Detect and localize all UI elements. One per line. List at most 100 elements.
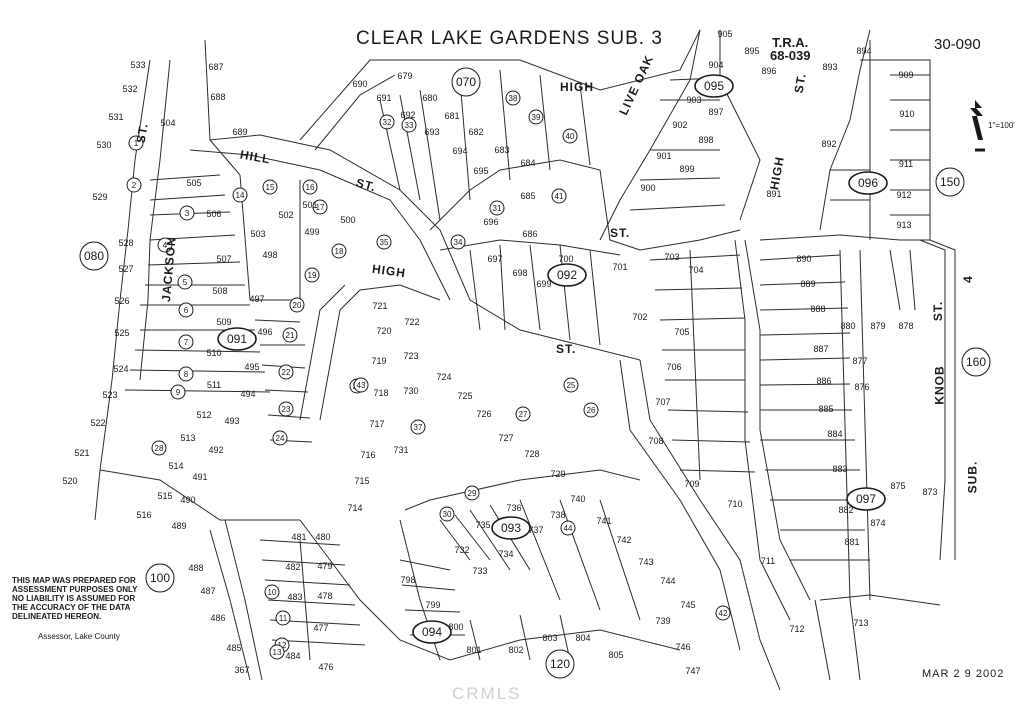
parcel-number-15: 15	[262, 179, 278, 195]
lot-number-725: 725	[457, 391, 472, 401]
lot-number-491: 491	[192, 472, 207, 482]
lot-number-730: 730	[403, 386, 418, 396]
parcel-number-31: 31	[489, 200, 505, 216]
parcel-number-43: 43	[353, 377, 369, 393]
parcel-number-6: 6	[178, 302, 194, 318]
book-label-text: 080	[84, 249, 104, 263]
parcel-number-text: 33	[405, 121, 414, 130]
parcel-number-text: 42	[719, 609, 728, 618]
lot-number-495: 495	[244, 362, 259, 372]
lot-number-526: 526	[114, 296, 129, 306]
parcel-number-text: 20	[293, 301, 302, 310]
block-label-096: 096	[848, 171, 888, 195]
book-label-text: 150	[940, 175, 960, 189]
disclaimer-line: THE ACCURACY OF THE DATA	[12, 603, 131, 612]
lot-number-805: 805	[608, 650, 623, 660]
lot-number-487: 487	[200, 586, 215, 596]
block-label-094: 094	[412, 620, 452, 644]
lot-number-682: 682	[468, 127, 483, 137]
block-labels: 091 092 093 094 095 096 097	[217, 74, 888, 644]
block-label-text: 092	[557, 268, 577, 282]
lot-number-716: 716	[360, 450, 375, 460]
lot-number-728: 728	[524, 449, 539, 459]
disclaimer-line: NO LIABILITY IS ASSUMED FOR	[12, 594, 136, 603]
parcel-number-9: 9	[170, 384, 186, 400]
parcel-number-text: 26	[587, 406, 596, 415]
lot-number-737: 737	[528, 525, 543, 535]
lot-number-530: 530	[96, 140, 111, 150]
block-label-text: 091	[227, 332, 247, 346]
block-label-093: 093	[491, 516, 531, 540]
lot-number-801: 801	[466, 645, 481, 655]
lot-number-892: 892	[821, 139, 836, 149]
lot-number-701: 701	[612, 262, 627, 272]
lot-number-888: 888	[810, 304, 825, 314]
lot-number-485: 485	[226, 643, 241, 653]
parcel-number-26: 26	[583, 402, 599, 418]
lot-number-800: 800	[448, 622, 463, 632]
street-label-knob: KNOB	[932, 365, 947, 405]
parcel-number-13: 13	[269, 644, 285, 660]
lot-number-899: 899	[679, 164, 694, 174]
lot-number-905: 905	[717, 29, 732, 39]
parcel-number-text: 43	[357, 381, 366, 390]
tra-number: 68-039	[770, 48, 811, 63]
parcel-number-41: 41	[551, 188, 567, 204]
lot-number-502: 502	[278, 210, 293, 220]
lot-number-733: 733	[472, 566, 487, 576]
lot-number-488: 488	[188, 563, 203, 573]
block-label-095: 095	[694, 74, 734, 98]
lot-number-691: 691	[376, 93, 391, 103]
street-label-high-2: HIGH	[560, 80, 594, 94]
lot-number-895: 895	[744, 46, 759, 56]
parcel-number-text: 31	[493, 204, 502, 213]
street-label-st-3: ST.	[556, 342, 577, 356]
lot-number-481: 481	[291, 532, 306, 542]
block-label-text: 097	[856, 492, 876, 506]
parcel-number-35: 35	[376, 234, 392, 250]
lot-number-499: 499	[304, 227, 319, 237]
parcel-number-text: 35	[380, 238, 389, 247]
parcel-number-text: 1	[134, 139, 139, 148]
lot-number-886: 886	[816, 376, 831, 386]
lot-number-521: 521	[74, 448, 89, 458]
lot-number-712: 712	[789, 624, 804, 634]
parcel-number-text: 3	[185, 209, 190, 218]
lot-number-484: 484	[285, 651, 300, 661]
lot-number-497: 497	[249, 294, 264, 304]
lot-number-683: 683	[494, 145, 509, 155]
lot-number-486: 486	[210, 613, 225, 623]
lot-number-479: 479	[317, 561, 332, 571]
lot-number-494: 494	[240, 389, 255, 399]
lot-number-515: 515	[157, 491, 172, 501]
parcel-number-text: 19	[308, 271, 317, 280]
north-arrow-icon	[970, 100, 985, 152]
lot-number-732: 732	[454, 545, 469, 555]
parcel-number-4: 4	[157, 237, 173, 253]
lot-number-694: 694	[452, 146, 467, 156]
lot-number-721: 721	[372, 301, 387, 311]
parcel-number-text: 12	[278, 641, 287, 650]
disclaimer-line: ASSESSMENT PURPOSES ONLY	[12, 585, 138, 594]
parcel-number-text: 14	[236, 191, 245, 200]
lot-number-707: 707	[655, 397, 670, 407]
lot-number-522: 522	[90, 418, 105, 428]
lot-number-731: 731	[393, 445, 408, 455]
lot-number-804: 804	[575, 633, 590, 643]
lot-number-679: 679	[397, 71, 412, 81]
parcel-number-5: 5	[177, 274, 193, 290]
lot-number-703: 703	[664, 252, 679, 262]
parcel-number-text: 7	[184, 338, 189, 347]
lot-number-897: 897	[708, 107, 723, 117]
map-title: CLEAR LAKE GARDENS SUB. 3	[356, 28, 663, 49]
lot-numbers: 5335325315305295285275265255245235225215…	[62, 29, 937, 676]
lot-number-739: 739	[655, 616, 670, 626]
parcel-number-33: 33	[401, 117, 417, 133]
lot-number-367: 367	[234, 665, 249, 675]
lot-number-883: 883	[832, 464, 847, 474]
street-label-st-2: ST.	[610, 226, 631, 240]
parcel-number-10: 10	[264, 584, 280, 600]
parcel-number-text: 44	[564, 524, 573, 533]
lot-number-699: 699	[536, 279, 551, 289]
